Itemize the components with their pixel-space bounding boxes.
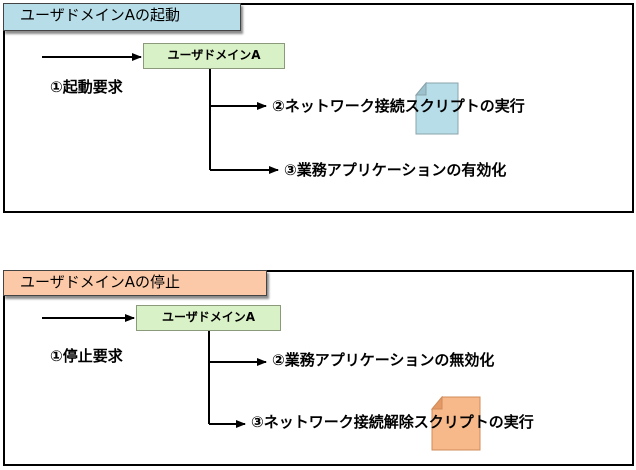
app-enable-label: ③業務アプリケーションの有効化 — [284, 161, 507, 179]
app-disable-label: ②業務アプリケーションの無効化 — [272, 351, 495, 369]
script-document-icon — [414, 82, 459, 135]
stop-request-label: ①停止要求 — [50, 347, 123, 365]
user-domain-box: ユーザドメインA — [143, 43, 285, 69]
stop-panel — [3, 270, 634, 466]
stop-panel-title: ユーザドメインAの停止 — [3, 270, 267, 296]
script-document-icon — [430, 396, 481, 451]
user-domain-box: ユーザドメインA — [136, 305, 281, 331]
network-disconnect-script-label: ③ネットワーク接続解除スクリプトの実行 — [251, 413, 534, 431]
startup-panel-title: ユーザドメインAの起動 — [3, 3, 241, 31]
network-connect-script-label: ②ネットワーク接続スクリプトの実行 — [272, 97, 525, 115]
startup-panel — [3, 3, 634, 213]
start-request-label: ①起動要求 — [50, 78, 123, 96]
